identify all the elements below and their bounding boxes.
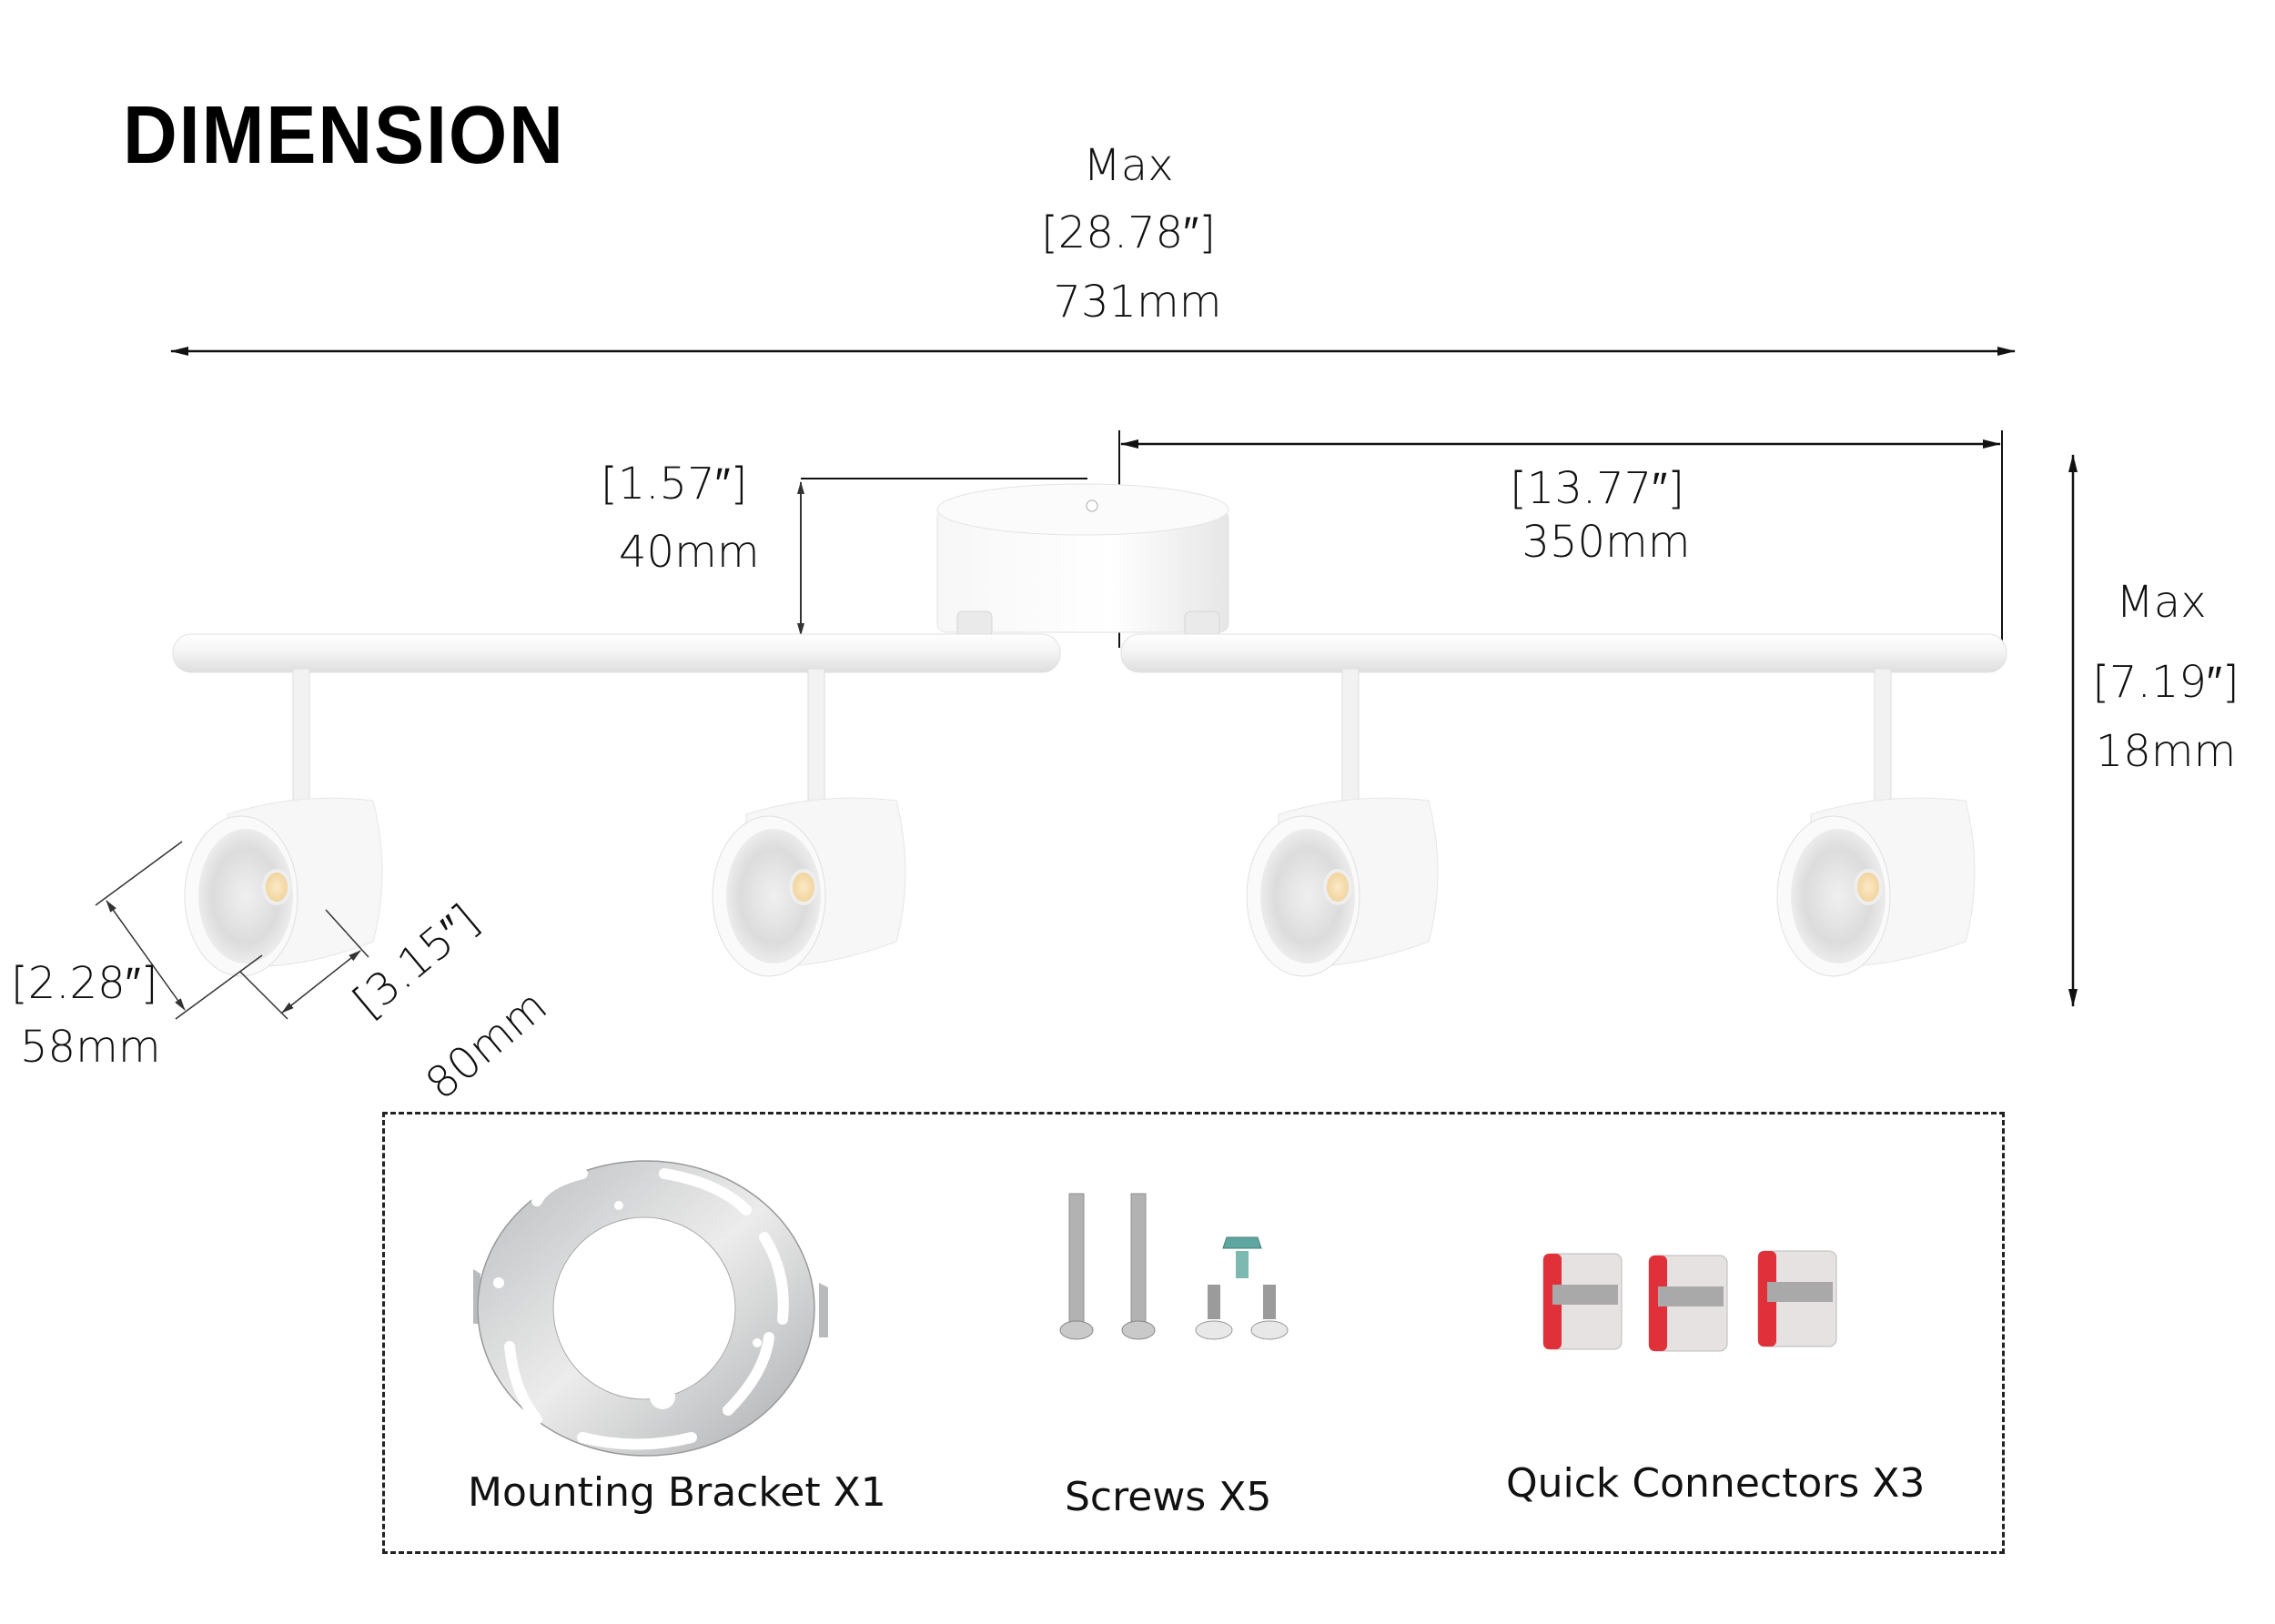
overall-length-inches: [28.78″]	[1041, 207, 1216, 258]
spotlight-4	[1776, 668, 1976, 977]
spotlight-2	[712, 668, 906, 977]
head-diameter-arrow	[106, 900, 186, 1011]
head-diameter-inches: [2.28″]	[11, 958, 158, 1009]
canopy	[936, 483, 1229, 638]
overall-height-mm: 18mm	[2095, 726, 2237, 777]
left-bar	[172, 633, 1061, 673]
canopy-height-inches: [1.57″]	[601, 459, 748, 509]
spotlight-1	[184, 668, 383, 977]
overall-height-prefix: Max	[2116, 577, 2207, 628]
mounting-bracket-icon	[473, 1160, 828, 1457]
arm-length-mm: 350mm	[1522, 517, 1691, 568]
canopy-height-mm: 40mm	[619, 527, 760, 578]
spotlight-3	[1246, 668, 1439, 977]
quick-connectors-icon	[1542, 1250, 1837, 1352]
accessory-label-connectors: Quick Connectors X3	[1506, 1460, 1926, 1507]
head-length-arrow	[281, 950, 361, 1014]
overall-height-inches: [7.19″]	[2092, 657, 2240, 708]
accessory-label-bracket: Mounting Bracket X1	[468, 1469, 886, 1516]
overall-length-prefix: Max	[1083, 140, 1174, 191]
screws-icon	[1059, 1193, 1289, 1340]
arm-length-inches: [13.77″]	[1510, 463, 1684, 514]
page-title: DIMENSION	[123, 90, 565, 181]
head-diameter-mm: 58mm	[20, 1022, 161, 1073]
accessories-box	[382, 1112, 2005, 1554]
accessory-label-screws: Screws X5	[1065, 1474, 1272, 1520]
overall-length-mm: 731mm	[1053, 277, 1222, 328]
right-bar	[1120, 633, 2007, 673]
